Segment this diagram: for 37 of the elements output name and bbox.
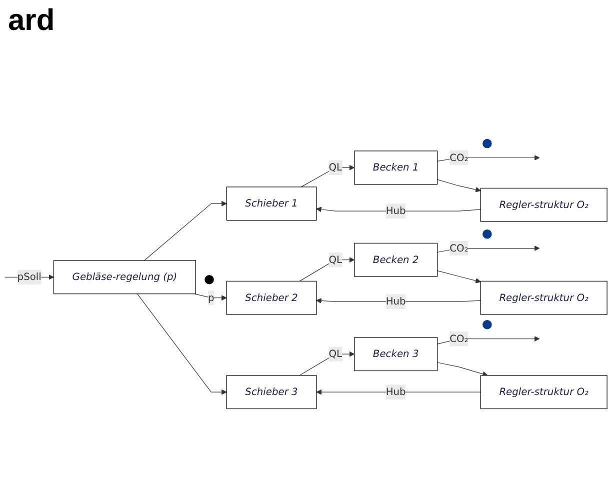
- process-box: Gebläse-regelung (p): [53, 260, 196, 294]
- arrow: [436, 362, 488, 377]
- arrow: [436, 155, 540, 162]
- process-box: Becken 2: [354, 242, 438, 277]
- arrow: [316, 389, 481, 395]
- arrow: [194, 294, 227, 301]
- edge-label: QL: [328, 161, 342, 174]
- edge-label: CO₂: [450, 332, 468, 344]
- arrow: [299, 257, 355, 282]
- process-box: Becken 1: [354, 150, 438, 185]
- edge-label: pSoll: [17, 270, 42, 283]
- arrow: [144, 200, 227, 261]
- arrow: [436, 179, 481, 192]
- edge-label: Hub: [386, 204, 406, 217]
- title: ard: [8, 4, 55, 38]
- arrow: [136, 294, 227, 395]
- process-box: Becken 3: [354, 337, 438, 372]
- arrow: [299, 351, 355, 376]
- edge-label: CO₂: [450, 152, 468, 164]
- arrow: [300, 164, 355, 188]
- process-box: Schieber 2: [226, 280, 317, 315]
- process-box: Schieber 1: [226, 186, 317, 221]
- edge-label: p: [208, 292, 214, 304]
- edge-label: QL: [328, 254, 342, 266]
- process-box: Schieber 3: [226, 375, 317, 410]
- edge-label: Hub: [386, 386, 406, 398]
- arrow: [436, 246, 540, 253]
- arrow: [436, 270, 481, 284]
- edge-label: QL: [328, 348, 342, 360]
- process-box: Regler-struktur O₂: [480, 375, 608, 410]
- edge-label: Hub: [386, 295, 406, 308]
- arrow: [316, 298, 481, 304]
- arrow: [316, 206, 481, 212]
- edge-label: CO₂: [450, 242, 468, 254]
- arrow: [436, 336, 540, 344]
- process-box: Regler-struktur O₂: [480, 280, 608, 315]
- process-box: Regler-struktur O₂: [480, 188, 608, 222]
